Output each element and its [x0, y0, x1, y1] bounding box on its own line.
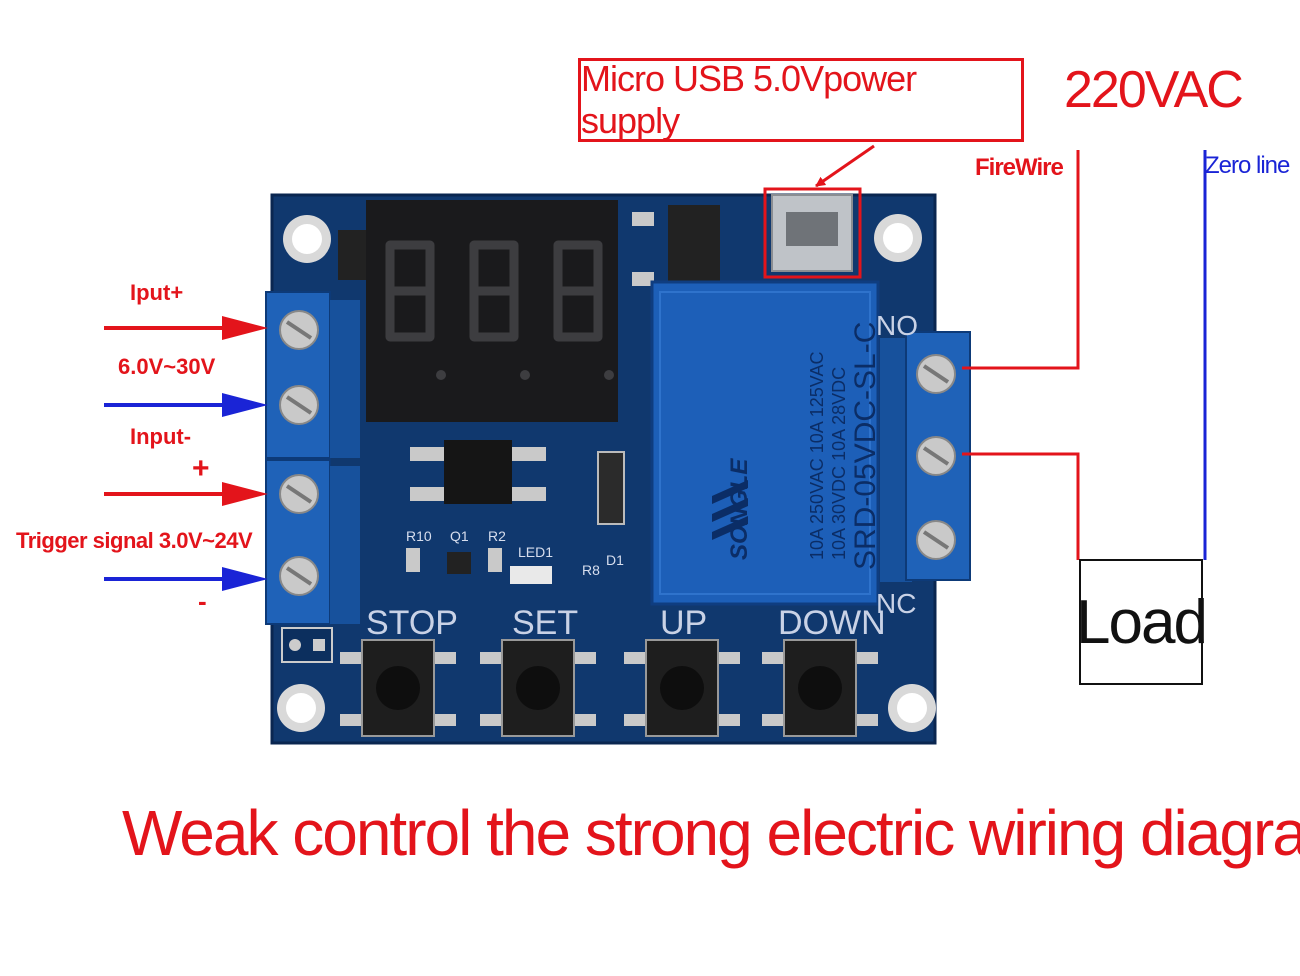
relay [650, 280, 880, 606]
relay-model: SRD-05VDC-SL-C [849, 322, 882, 570]
voltage-range-label: 6.0V~30V [118, 354, 216, 379]
trigger-plus-label: + [192, 452, 210, 485]
stop-button-label: STOP [366, 604, 458, 642]
songle-logo [712, 480, 748, 540]
firewire-label: FireWire [975, 154, 1064, 181]
up-button-label: UP [660, 604, 708, 642]
wires [815, 144, 1207, 560]
trigger-minus-label: - [198, 586, 207, 616]
load-hot-wire [962, 452, 1080, 560]
micro-usb-port [763, 187, 862, 279]
silk-r2: R2 [488, 528, 506, 544]
silk-r10: R10 [406, 528, 432, 544]
usb-supply-label: Micro USB 5.0Vpower supply [578, 58, 1024, 142]
mounting-holes [277, 214, 936, 732]
silk-q1: Q1 [450, 528, 469, 544]
input-minus-label: Input- [130, 424, 192, 449]
load-label: Load [1076, 587, 1208, 657]
zero-line-label: Zero line [1205, 152, 1290, 179]
silk-led1: LED1 [518, 544, 554, 560]
relay-terminal-block [880, 331, 971, 582]
silk-r8: R8 [582, 562, 600, 578]
tactile-buttons [340, 639, 878, 737]
firewire-wire [962, 150, 1080, 370]
relay-rating-ac: 10A 250VAC 10A 125VAC [807, 352, 827, 561]
relay-rating-dc: 10A 30VDC 10A 28VDC [829, 367, 849, 560]
trigger-signal-label: Trigger signal 3.0V~24V [16, 528, 253, 553]
relay-nc-label: NC [876, 588, 917, 619]
set-button-label: SET [512, 604, 579, 642]
input-terminal-block [265, 291, 360, 459]
input-plus-label: Iput+ [130, 280, 184, 305]
trigger-terminal-block [265, 459, 360, 625]
silk-d1: D1 [606, 552, 624, 568]
input-arrows [104, 316, 268, 591]
usb-pointer [815, 144, 875, 188]
relay-no-label: NO [876, 310, 918, 341]
mains-voltage-label: 220VAC [1064, 61, 1244, 119]
down-button-label: DOWN [778, 604, 886, 642]
caption: Weak control the strong electric wiring … [122, 797, 1300, 869]
load-box: Load [1076, 559, 1208, 685]
seven-segment-display [366, 200, 618, 422]
